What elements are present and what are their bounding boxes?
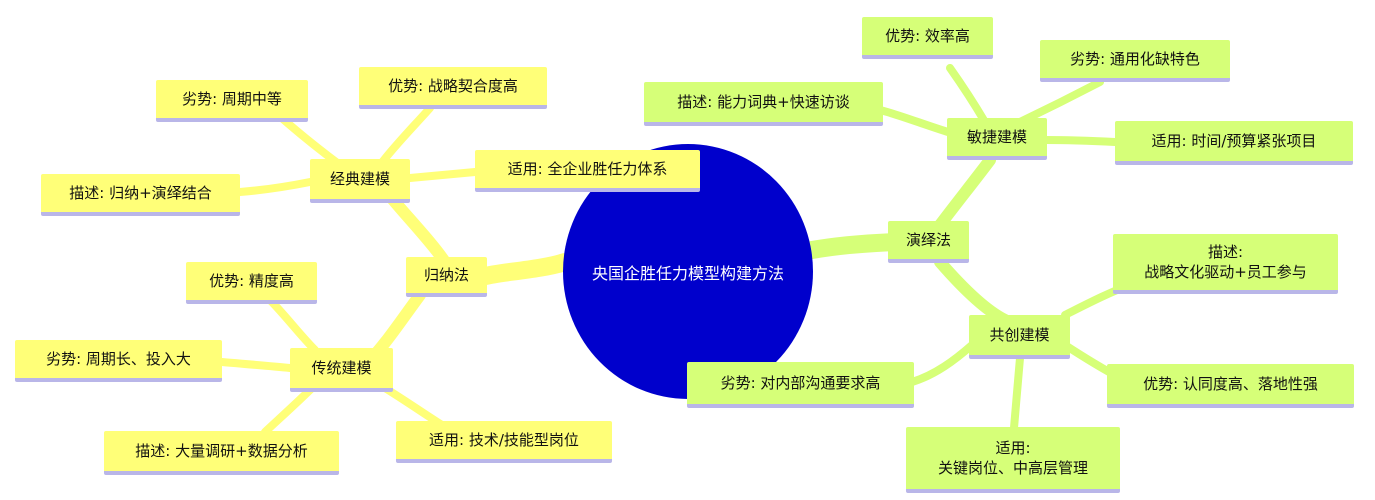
node-agile-modeling[interactable]: 敏捷建模 [947, 118, 1047, 160]
node-classic-applicable[interactable]: 适用: 全企业胜任力体系 [475, 150, 700, 192]
node-cocreation-advantage[interactable]: 优势: 认同度高、落地性强 [1107, 364, 1354, 408]
link-deductive-cocreation [934, 256, 1011, 326]
node-agile-description[interactable]: 描述: 能力词典+快速访谈 [644, 82, 883, 126]
node-classic-disadvantage[interactable]: 劣势: 周期中等 [156, 80, 308, 122]
node-cocreation-disadvantage[interactable]: 劣势: 对内部沟通要求高 [687, 362, 914, 408]
node-classic-modeling[interactable]: 经典建模 [310, 159, 410, 203]
node-classic-description[interactable]: 描述: 归纳+演绎结合 [41, 174, 240, 216]
link-traditional-advantage [266, 296, 319, 354]
node-traditional-disadvantage[interactable]: 劣势: 周期长、投入大 [15, 340, 222, 382]
node-classic-advantage[interactable]: 优势: 战略契合度高 [359, 67, 547, 109]
link-agile-description [876, 106, 952, 136]
link-root-inductive [477, 253, 574, 285]
node-agile-advantage[interactable]: 优势: 效率高 [862, 17, 993, 59]
node-traditional-modeling[interactable]: 传统建模 [290, 348, 393, 392]
link-classic-applicable [406, 168, 479, 182]
node-inductive[interactable]: 归纳法 [406, 257, 487, 297]
link-traditional-disadvantage [218, 358, 294, 372]
link-cocreation-applicable [1010, 354, 1024, 432]
node-cocreation-description[interactable]: 描述: 战略文化驱动+员工参与 [1113, 234, 1338, 294]
link-classic-advantage [376, 104, 434, 169]
node-cocreation-modeling[interactable]: 共创建模 [969, 315, 1070, 359]
link-root-deductive [803, 233, 904, 259]
link-agile-applicable [1041, 136, 1119, 146]
node-deductive[interactable]: 演绎法 [888, 221, 969, 263]
link-traditional-description [261, 381, 319, 436]
link-classic-description [236, 178, 314, 196]
link-agile-advantage [946, 64, 989, 126]
node-traditional-advantage[interactable]: 优势: 精度高 [186, 262, 317, 304]
node-agile-applicable[interactable]: 适用: 时间/预算紧张项目 [1115, 121, 1353, 165]
node-traditional-description[interactable]: 描述: 大量调研+数据分析 [104, 431, 339, 475]
link-agile-disadvantage [1016, 78, 1104, 126]
node-cocreation-applicable[interactable]: 适用: 关键岗位、中高层管理 [906, 427, 1120, 493]
node-traditional-applicable[interactable]: 适用: 技术/技能型岗位 [396, 421, 612, 463]
node-agile-disadvantage[interactable]: 劣势: 通用化缺特色 [1040, 40, 1230, 82]
link-cocreation-disadvantage [908, 341, 976, 386]
link-deductive-agile [934, 154, 996, 231]
